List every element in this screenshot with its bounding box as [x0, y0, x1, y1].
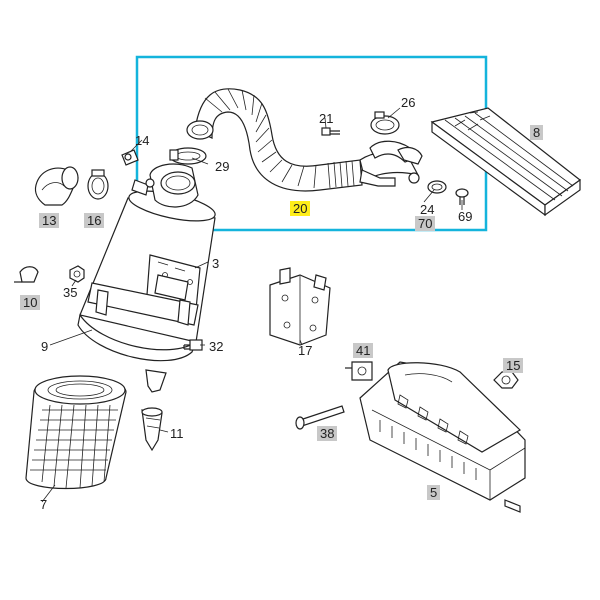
- filter-panel-part-8[interactable]: [430, 107, 582, 217]
- filter-mesh-pattern: [30, 404, 118, 489]
- callout-26[interactable]: 26: [401, 95, 416, 110]
- clip-part-14[interactable]: [121, 149, 139, 166]
- callout-35[interactable]: 35: [63, 285, 78, 300]
- bolt-part-21[interactable]: [321, 127, 340, 136]
- callout-32[interactable]: 32: [209, 339, 224, 354]
- callout-13[interactable]: 13: [39, 213, 60, 228]
- callout-17[interactable]: 17: [298, 343, 313, 358]
- callout-69[interactable]: 69: [458, 209, 473, 224]
- callout-9[interactable]: 9: [41, 339, 49, 354]
- callout-3[interactable]: 3: [212, 256, 220, 271]
- callout-5[interactable]: 5: [427, 485, 441, 500]
- intake-hose-part-20[interactable]: [186, 88, 423, 192]
- bracket-part-17[interactable]: [269, 267, 331, 346]
- callout-11[interactable]: 11: [170, 426, 184, 441]
- bolt-part-38[interactable]: [295, 405, 345, 430]
- callout-24[interactable]: 24: [420, 202, 435, 217]
- clip-part-69[interactable]: [455, 188, 469, 205]
- housing-band-part-9[interactable]: [77, 282, 199, 362]
- callout-20[interactable]: 20: [290, 201, 311, 216]
- callout-29[interactable]: 29: [215, 159, 230, 174]
- filter-element-part-7[interactable]: [25, 375, 127, 490]
- bracket-part-41[interactable]: [345, 361, 373, 381]
- callout-10[interactable]: 10: [20, 295, 41, 310]
- nut-part-35[interactable]: [69, 265, 85, 283]
- clamp-part-26[interactable]: [370, 111, 400, 135]
- callout-15[interactable]: 15: [503, 358, 524, 373]
- elbow-hose-part-13[interactable]: [34, 166, 79, 206]
- air-box-part-5[interactable]: [359, 361, 526, 513]
- callout-8[interactable]: 8: [530, 125, 544, 140]
- nut-part-15[interactable]: [493, 371, 519, 389]
- drain-valve-part-11[interactable]: [141, 369, 167, 452]
- callout-14[interactable]: 14: [135, 133, 150, 148]
- clamp-part-24[interactable]: [427, 180, 447, 194]
- clamp-part-16[interactable]: [87, 169, 109, 200]
- bolt-part-32[interactable]: [183, 339, 203, 351]
- callout-16[interactable]: 16: [84, 213, 105, 228]
- clip-part-10[interactable]: [14, 266, 39, 283]
- callout-21[interactable]: 21: [319, 111, 334, 126]
- callout-7[interactable]: 7: [40, 497, 48, 512]
- callout-38[interactable]: 38: [317, 426, 338, 441]
- leader-lines: [41, 107, 463, 503]
- callout-41[interactable]: 41: [353, 343, 374, 358]
- callout-70[interactable]: 70: [415, 216, 436, 231]
